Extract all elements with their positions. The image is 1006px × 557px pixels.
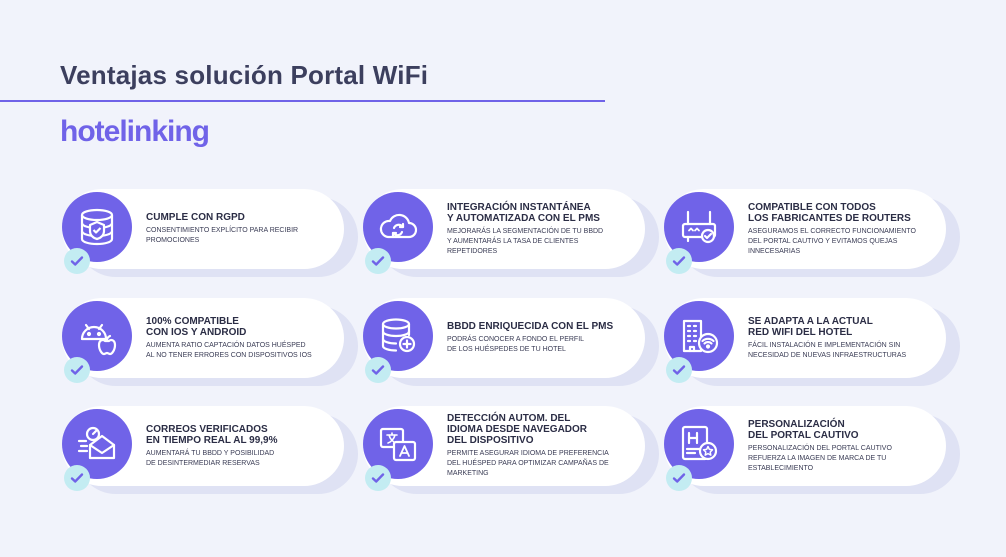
check-icon [666, 357, 692, 383]
title-underline [0, 100, 605, 102]
hotelinking-logo: hotelinking [60, 115, 210, 148]
check-icon [365, 465, 391, 491]
feature-title: INTEGRACIÓN INSTANTÁNEA Y AUTOMATIZADA C… [447, 201, 600, 224]
feature-card-pms-integration: INTEGRACIÓN INSTANTÁNEA Y AUTOMATIZADA C… [363, 189, 659, 277]
feature-title: SE ADAPTA A LA ACTUAL RED WIFI DEL HOTEL [748, 315, 873, 338]
feature-description: CONSENTIMIENTO EXPLÍCITO PARA RECIBIR PR… [146, 227, 299, 244]
feature-title: COMPATIBLE CON TODOS LOS FABRICANTES DE … [748, 201, 911, 224]
feature-card-email-verified: CORREOS VERIFICADOS EN TIEMPO REAL AL 99… [62, 406, 358, 494]
feature-description: PERMITE ASEGURAR IDIOMA DE PREFERENCIA D… [447, 450, 609, 477]
feature-title: DETECCIÓN AUTOM. DEL IDIOMA DESDE NAVEGA… [447, 413, 588, 446]
feature-description: PERSONALIZACIÓN DEL PORTAL CAUTIVO REFUE… [748, 444, 892, 472]
feature-title: CORREOS VERIFICADOS EN TIEMPO REAL AL 99… [146, 423, 278, 446]
check-icon [64, 465, 90, 491]
router-icon [664, 192, 734, 262]
check-icon [365, 357, 391, 383]
check-icon [365, 248, 391, 274]
feature-title: PERSONALIZACIÓN DEL PORTAL CAUTIVO [748, 418, 859, 441]
check-icon [64, 357, 90, 383]
feature-card-bbdd: BBDD ENRIQUECIDA CON EL PMS PODRÁS CONOC… [363, 298, 659, 386]
feature-description: FÁCIL INSTALACIÓN E IMPLEMENTACIÓN SIN N… [748, 341, 907, 359]
feature-description: MEJORARÁS LA SEGMENTACIÓN DE TU BBDD Y A… [447, 227, 604, 255]
feature-description: AUMENTA RATIO CAPTACIÓN DATOS HUÉSPED AL… [146, 341, 312, 359]
android-apple-icon [62, 301, 132, 371]
feature-title: BBDD ENRIQUECIDA CON EL PMS [447, 321, 614, 332]
feature-description: ASEGURAMOS EL CORRECTO FUNCIONAMIENTO DE… [748, 227, 916, 255]
feature-card-language-detection: DETECCIÓN AUTOM. DEL IDIOMA DESDE NAVEGA… [363, 406, 659, 494]
feature-card-routers: COMPATIBLE CON TODOS LOS FABRICANTES DE … [664, 189, 960, 277]
feature-card-ios-android: 100% COMPATIBLE CON iOS Y ANDROID AUMENT… [62, 298, 358, 386]
check-icon [666, 465, 692, 491]
feature-card-wifi-network: SE ADAPTA A LA ACTUAL RED WIFI DEL HOTEL… [664, 298, 960, 386]
feature-card-customization: PERSONALIZACIÓN DEL PORTAL CAUTIVO PERSO… [664, 406, 960, 494]
check-icon [666, 248, 692, 274]
check-icon [64, 248, 90, 274]
feature-description: PODRÁS CONOCER A FONDO EL PERFIL DE LOS … [447, 336, 585, 353]
feature-title: CUMPLE CON RGPD [146, 212, 245, 223]
feature-description: AUMENTARÁ TU BBDD Y POSIBILIDAD DE DESIN… [146, 449, 275, 467]
feature-card-rgpd: CUMPLE CON RGPD CONSENTIMIENTO EXPLÍCITO… [62, 189, 358, 277]
page-title: Ventajas solución Portal WiFi [60, 60, 429, 90]
feature-title: 100% COMPATIBLE CON iOS Y ANDROID [146, 315, 247, 338]
